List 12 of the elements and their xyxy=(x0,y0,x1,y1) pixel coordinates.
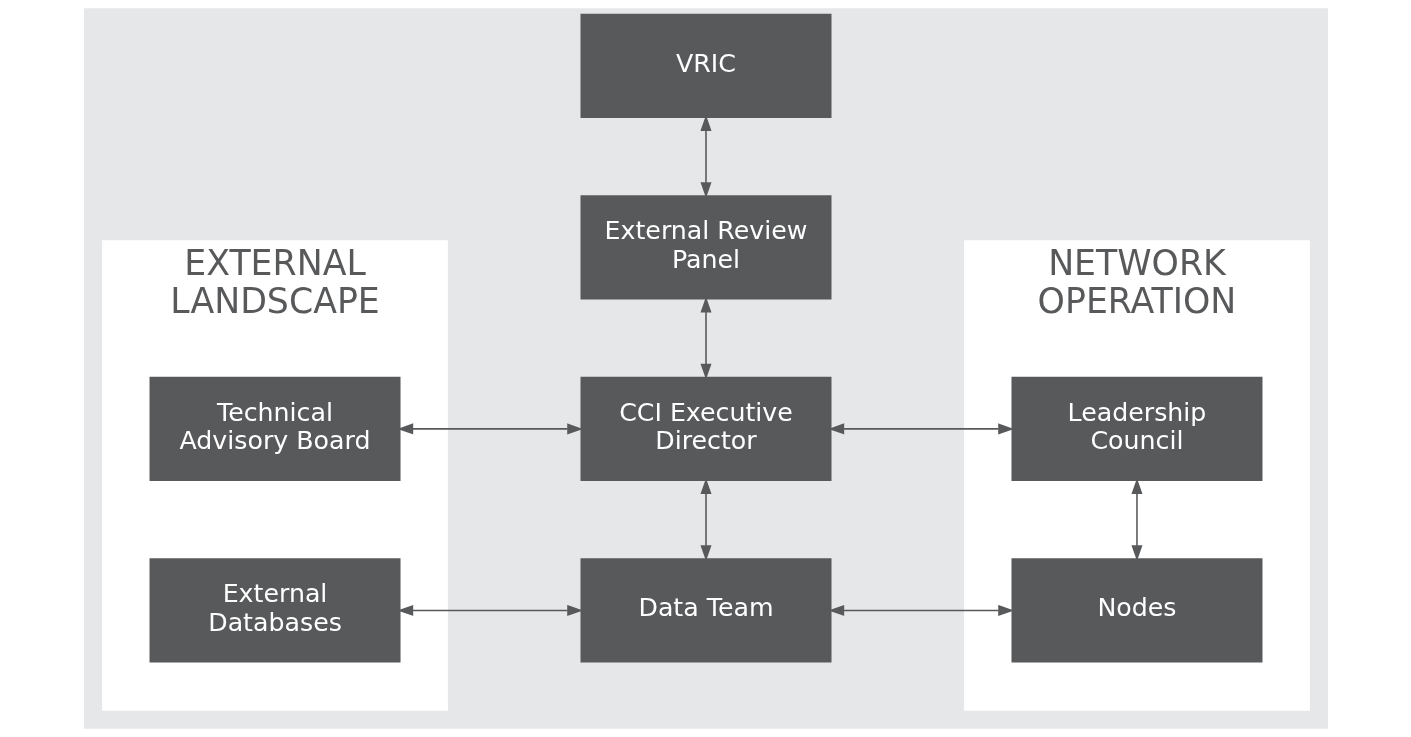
node-box: Technical Advisory Board xyxy=(149,376,401,481)
node-box: External Databases xyxy=(149,558,401,663)
arrow xyxy=(699,115,712,198)
arrow xyxy=(1130,478,1142,562)
node-box: Leadership Council xyxy=(1010,376,1262,481)
arrow xyxy=(699,478,712,562)
node-box: Nodes xyxy=(1010,558,1262,663)
arrow xyxy=(699,296,712,380)
node-box: External Review Panel xyxy=(580,195,831,300)
node-box: CCI Executive Director xyxy=(580,376,831,481)
node-box: VRIC xyxy=(580,13,831,118)
node-box: Data Team xyxy=(580,558,831,663)
